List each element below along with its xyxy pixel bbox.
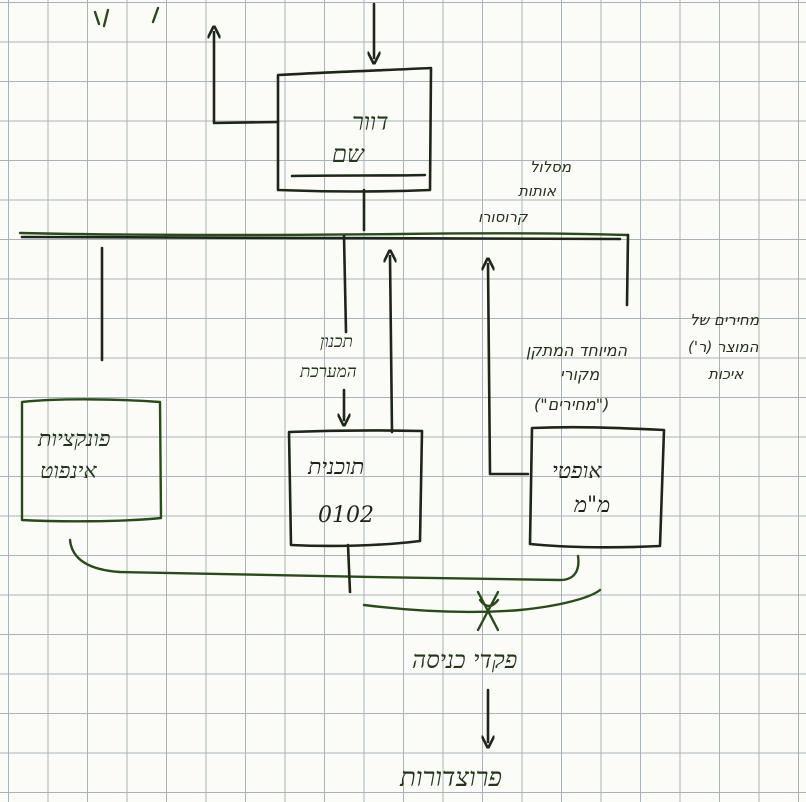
middle-box-line1: תוכנית <box>307 455 364 480</box>
junction-label: פקדי כניסה <box>412 646 517 674</box>
middle-box <box>287 429 424 548</box>
top-tick-marks <box>93 6 160 28</box>
bus-label-line1: מסלול <box>530 158 572 176</box>
right-box-line1: אופטי <box>552 459 602 484</box>
right-flow-line2: מקורי <box>560 365 600 384</box>
collector-line <box>68 538 580 582</box>
top-box <box>276 66 433 193</box>
left-box <box>20 398 163 523</box>
middle-up-arrow <box>390 256 392 434</box>
right-flow-line1: המיוחד המתקן <box>526 341 628 360</box>
right-up-arrow <box>488 264 530 476</box>
top-box-line2: שם <box>332 140 365 168</box>
top-box-line1: דוור <box>352 108 388 136</box>
right-flow-line3: ("מחירים") <box>534 395 609 414</box>
bus-label-line3: קרוסורו <box>478 208 529 226</box>
output-label: פרוצדורות <box>399 763 502 793</box>
left-box-line2: אינפוט <box>40 459 97 484</box>
middle-flow-line2: המערכת <box>299 362 357 382</box>
bus-label-line2: אותות <box>518 182 557 200</box>
top-left-arrow <box>214 32 280 125</box>
side-note-line2: המוצר (ר') <box>688 338 759 356</box>
left-box-line1: פונקציות <box>37 427 110 452</box>
middle-down-line <box>342 234 348 334</box>
middle-box-line2: 0102 <box>318 503 374 528</box>
middle-flow-line1: תכנון <box>320 332 353 352</box>
junction-mark <box>476 590 500 632</box>
bus-line <box>18 231 630 237</box>
side-note-line1: מחירים של <box>690 311 760 329</box>
right-box <box>528 425 666 549</box>
right-box-line2: מ"מ <box>574 493 610 518</box>
side-note-line3: איכות <box>708 365 744 383</box>
